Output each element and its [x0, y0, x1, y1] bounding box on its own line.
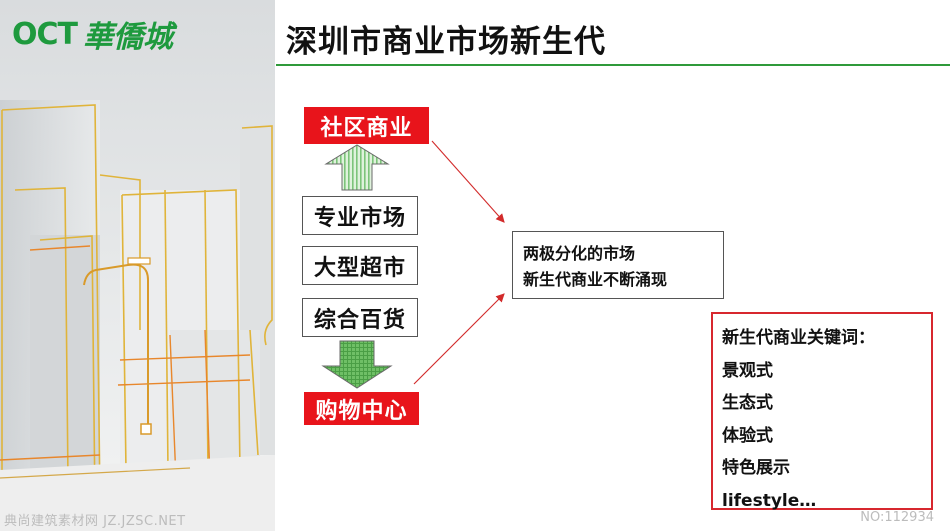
up-arrow-icon — [324, 144, 390, 191]
brand-logo-chinese: 華僑城 — [82, 20, 173, 55]
stack-middle-box-2: 大型超市 — [302, 246, 418, 285]
result-line-2: 新生代商业不断涌现 — [523, 270, 668, 289]
keyword-item: 体验式 — [722, 425, 773, 446]
result-box: 两极分化的市场 新生代商业不断涌现 — [512, 231, 724, 299]
keyword-item: 景观式 — [722, 360, 773, 381]
city-sketch-graphic — [0, 0, 276, 531]
watermark-text: 典尚建筑素材网 JZ.JZSC.NET — [4, 514, 186, 529]
result-line-1: 两极分化的市场 — [523, 244, 636, 263]
asset-number: NO:112934 — [860, 510, 934, 525]
connector-bottom-line — [413, 293, 505, 385]
keywords-heading: 新生代商业关键词： — [722, 328, 875, 348]
city-illustration: OCT 華僑城 — [0, 0, 276, 531]
stack-middle-box-1: 专业市场 — [302, 196, 418, 235]
stack-top-box: 社区商业 — [304, 107, 429, 144]
keywords-box: 新生代商业关键词： 景观式 生态式 体验式 特色展示 lifestyle… — [711, 312, 933, 511]
keyword-item: 特色展示 — [722, 458, 790, 478]
keyword-item: 生态式 — [722, 393, 773, 413]
connector-top-line — [431, 140, 505, 223]
keyword-item: lifestyle… — [722, 490, 817, 511]
stack-bottom-box: 购物中心 — [304, 392, 419, 425]
brand-logo: OCT 華僑城 — [12, 12, 173, 56]
title-divider — [276, 64, 950, 66]
page-title: 深圳市商业市场新生代 — [286, 24, 606, 60]
down-arrow-icon — [321, 340, 393, 389]
brand-logo-latin: OCT — [12, 16, 78, 52]
stack-middle-box-3: 综合百货 — [302, 298, 418, 337]
